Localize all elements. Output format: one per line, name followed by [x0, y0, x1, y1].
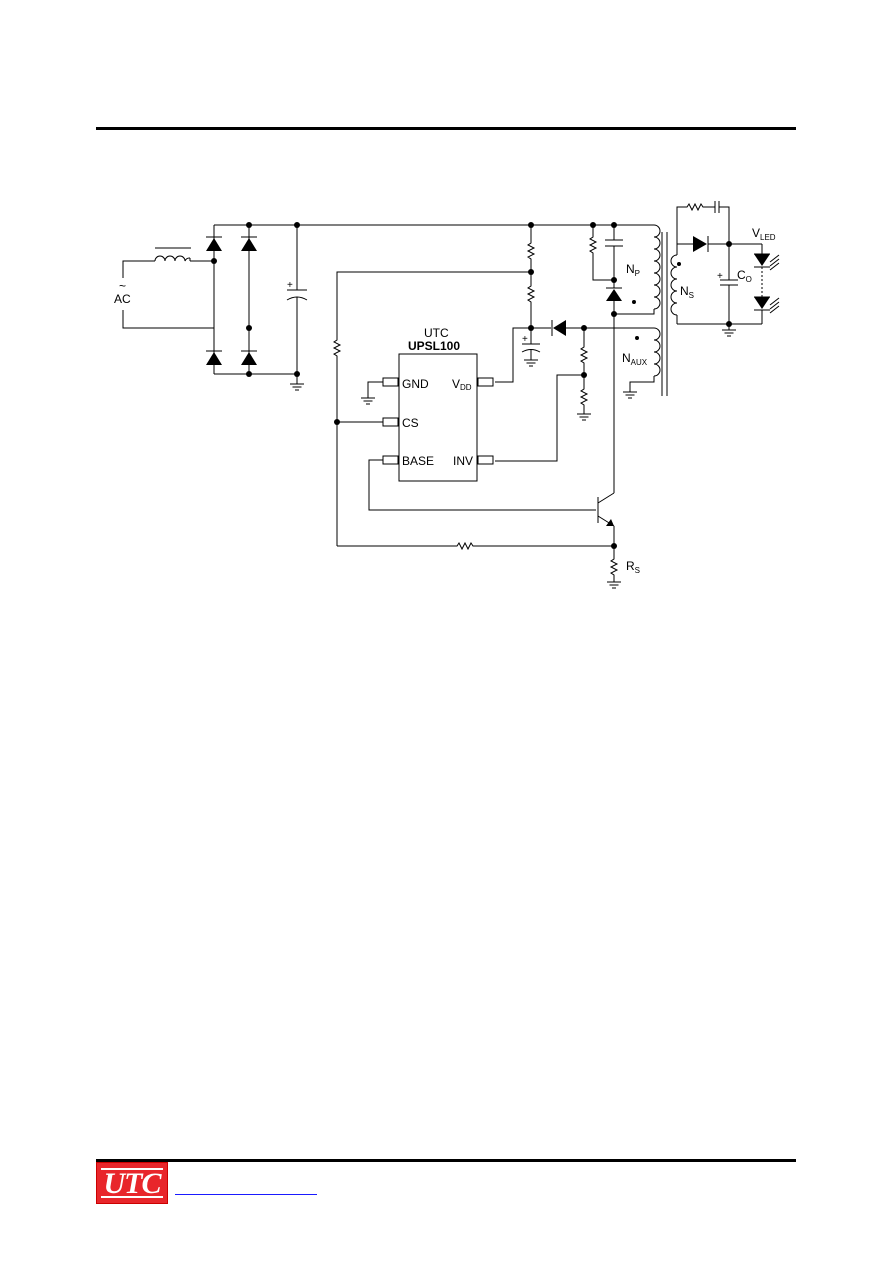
feedforward-resistor — [337, 542, 614, 550]
bulk-capacitor: + — [249, 222, 614, 391]
sense-resistor: RS — [606, 546, 640, 589]
bulk-cap-plus: + — [287, 280, 293, 291]
footer-rule — [96, 1159, 796, 1162]
pin-cs: CS — [402, 416, 419, 430]
input-choke — [154, 247, 214, 262]
website-link[interactable] — [175, 1194, 317, 1195]
aux-winding-label: NAUX — [622, 351, 648, 367]
power-transistor — [597, 300, 617, 549]
utc-logo: UTC — [96, 1162, 168, 1204]
ic-part: UPSL100 — [408, 339, 460, 353]
primary-winding-label: NP — [626, 262, 640, 278]
ic-vendor: UTC — [424, 326, 449, 340]
pin-base: BASE — [402, 454, 434, 468]
ac-input: ~ AC — [114, 260, 214, 329]
pin-gnd: GND — [402, 377, 429, 391]
vdd-capacitor: + — [495, 320, 654, 383]
sense-resistor-label: RS — [626, 559, 640, 575]
vdd-cap-plus: + — [522, 334, 528, 345]
bridge-rectifier — [206, 222, 257, 377]
pin-vdd: VDD — [452, 377, 472, 392]
pin-inv: INV — [453, 454, 473, 468]
secondary-winding-label: NS — [680, 284, 694, 300]
aux-divider — [495, 328, 592, 462]
transformer: NP NAUX NS — [614, 224, 694, 399]
snubber — [589, 222, 623, 317]
output-cap-plus: + — [717, 271, 723, 282]
led-voltage-label: VLED — [752, 226, 776, 242]
header-rule — [96, 127, 796, 130]
startup-resistors — [333, 222, 535, 546]
controller-ic: UTC UPSL100 GND CS BASE INV VDD — [337, 326, 596, 511]
output-stage: + CO VLED — [676, 201, 780, 337]
utc-logo-text: UTC — [103, 1167, 162, 1200]
ac-label: AC — [114, 292, 131, 306]
ac-symbol: ~ — [119, 279, 126, 293]
output-cap-label: CO — [737, 268, 752, 284]
